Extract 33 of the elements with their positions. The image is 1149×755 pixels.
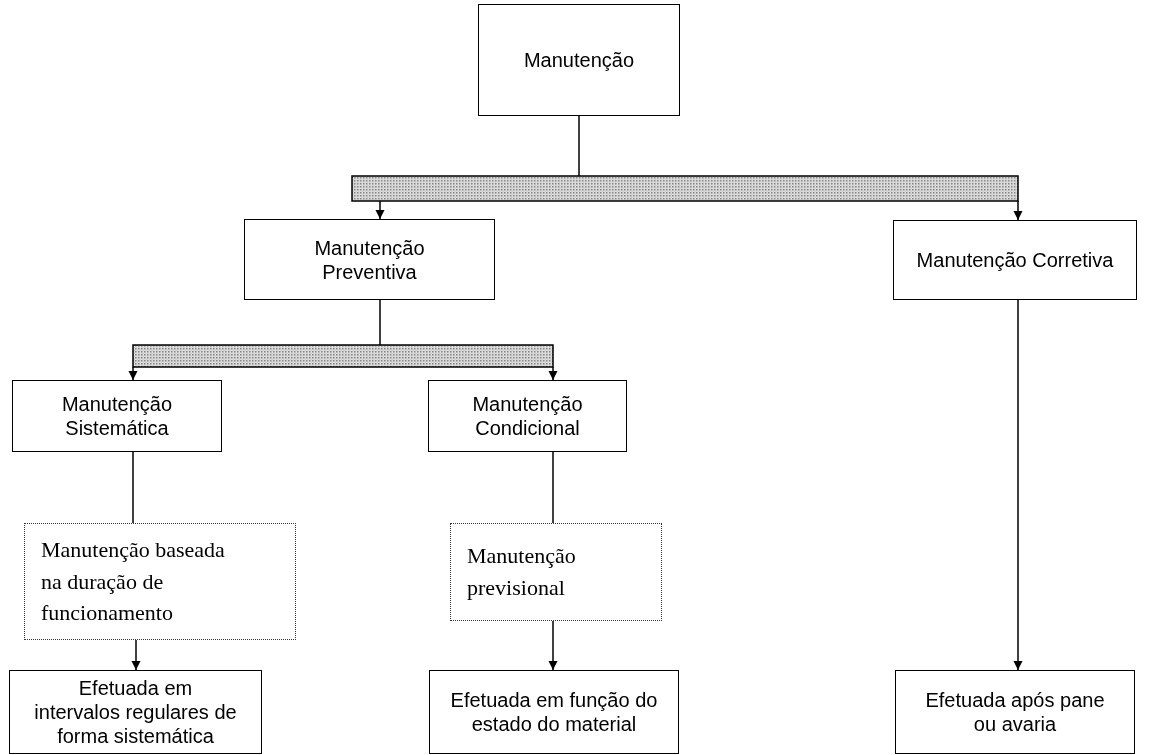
process-box: [478, 4, 680, 116]
box-text: Manutenção Sistemática: [60, 392, 174, 440]
arrow: [375, 200, 385, 220]
shaded-bar: [351, 175, 1019, 202]
process-box: [12, 380, 222, 452]
box-text: Manutenção Corretiva: [916, 248, 1114, 272]
process-box: [9, 670, 262, 754]
connector-line: [578, 115, 580, 177]
box-text: Efetuada em função do estado do material: [450, 688, 658, 736]
process-box: [893, 220, 1137, 300]
connector-line: [552, 451, 554, 524]
arrow: [548, 620, 558, 671]
process-box: [244, 219, 495, 300]
arrow: [1013, 200, 1023, 221]
arrow: [128, 366, 138, 381]
process-box: [450, 523, 662, 621]
arrow: [131, 639, 141, 671]
shaded-bar: [132, 344, 554, 368]
box-text: Manutenção: [523, 48, 635, 72]
arrow: [548, 366, 558, 381]
box-text: Efetuada após pane ou avaria: [924, 688, 1106, 736]
process-box: [429, 670, 679, 754]
arrow: [1013, 299, 1023, 671]
box-text: Manutenção Condicional: [471, 392, 584, 440]
process-box: [895, 670, 1135, 754]
process-box: [24, 523, 296, 640]
box-text: Efetuada em intervalos regulares de forma sistemática: [34, 676, 237, 748]
box-text: Manutenção Preventiva: [313, 235, 426, 284]
process-box: [428, 380, 627, 452]
box-text: Manutenção previsional: [467, 542, 577, 602]
box-text: Manutenção baseada na duração de funcionamento: [41, 535, 226, 628]
connector-line: [132, 451, 134, 524]
connector-line: [379, 299, 381, 346]
